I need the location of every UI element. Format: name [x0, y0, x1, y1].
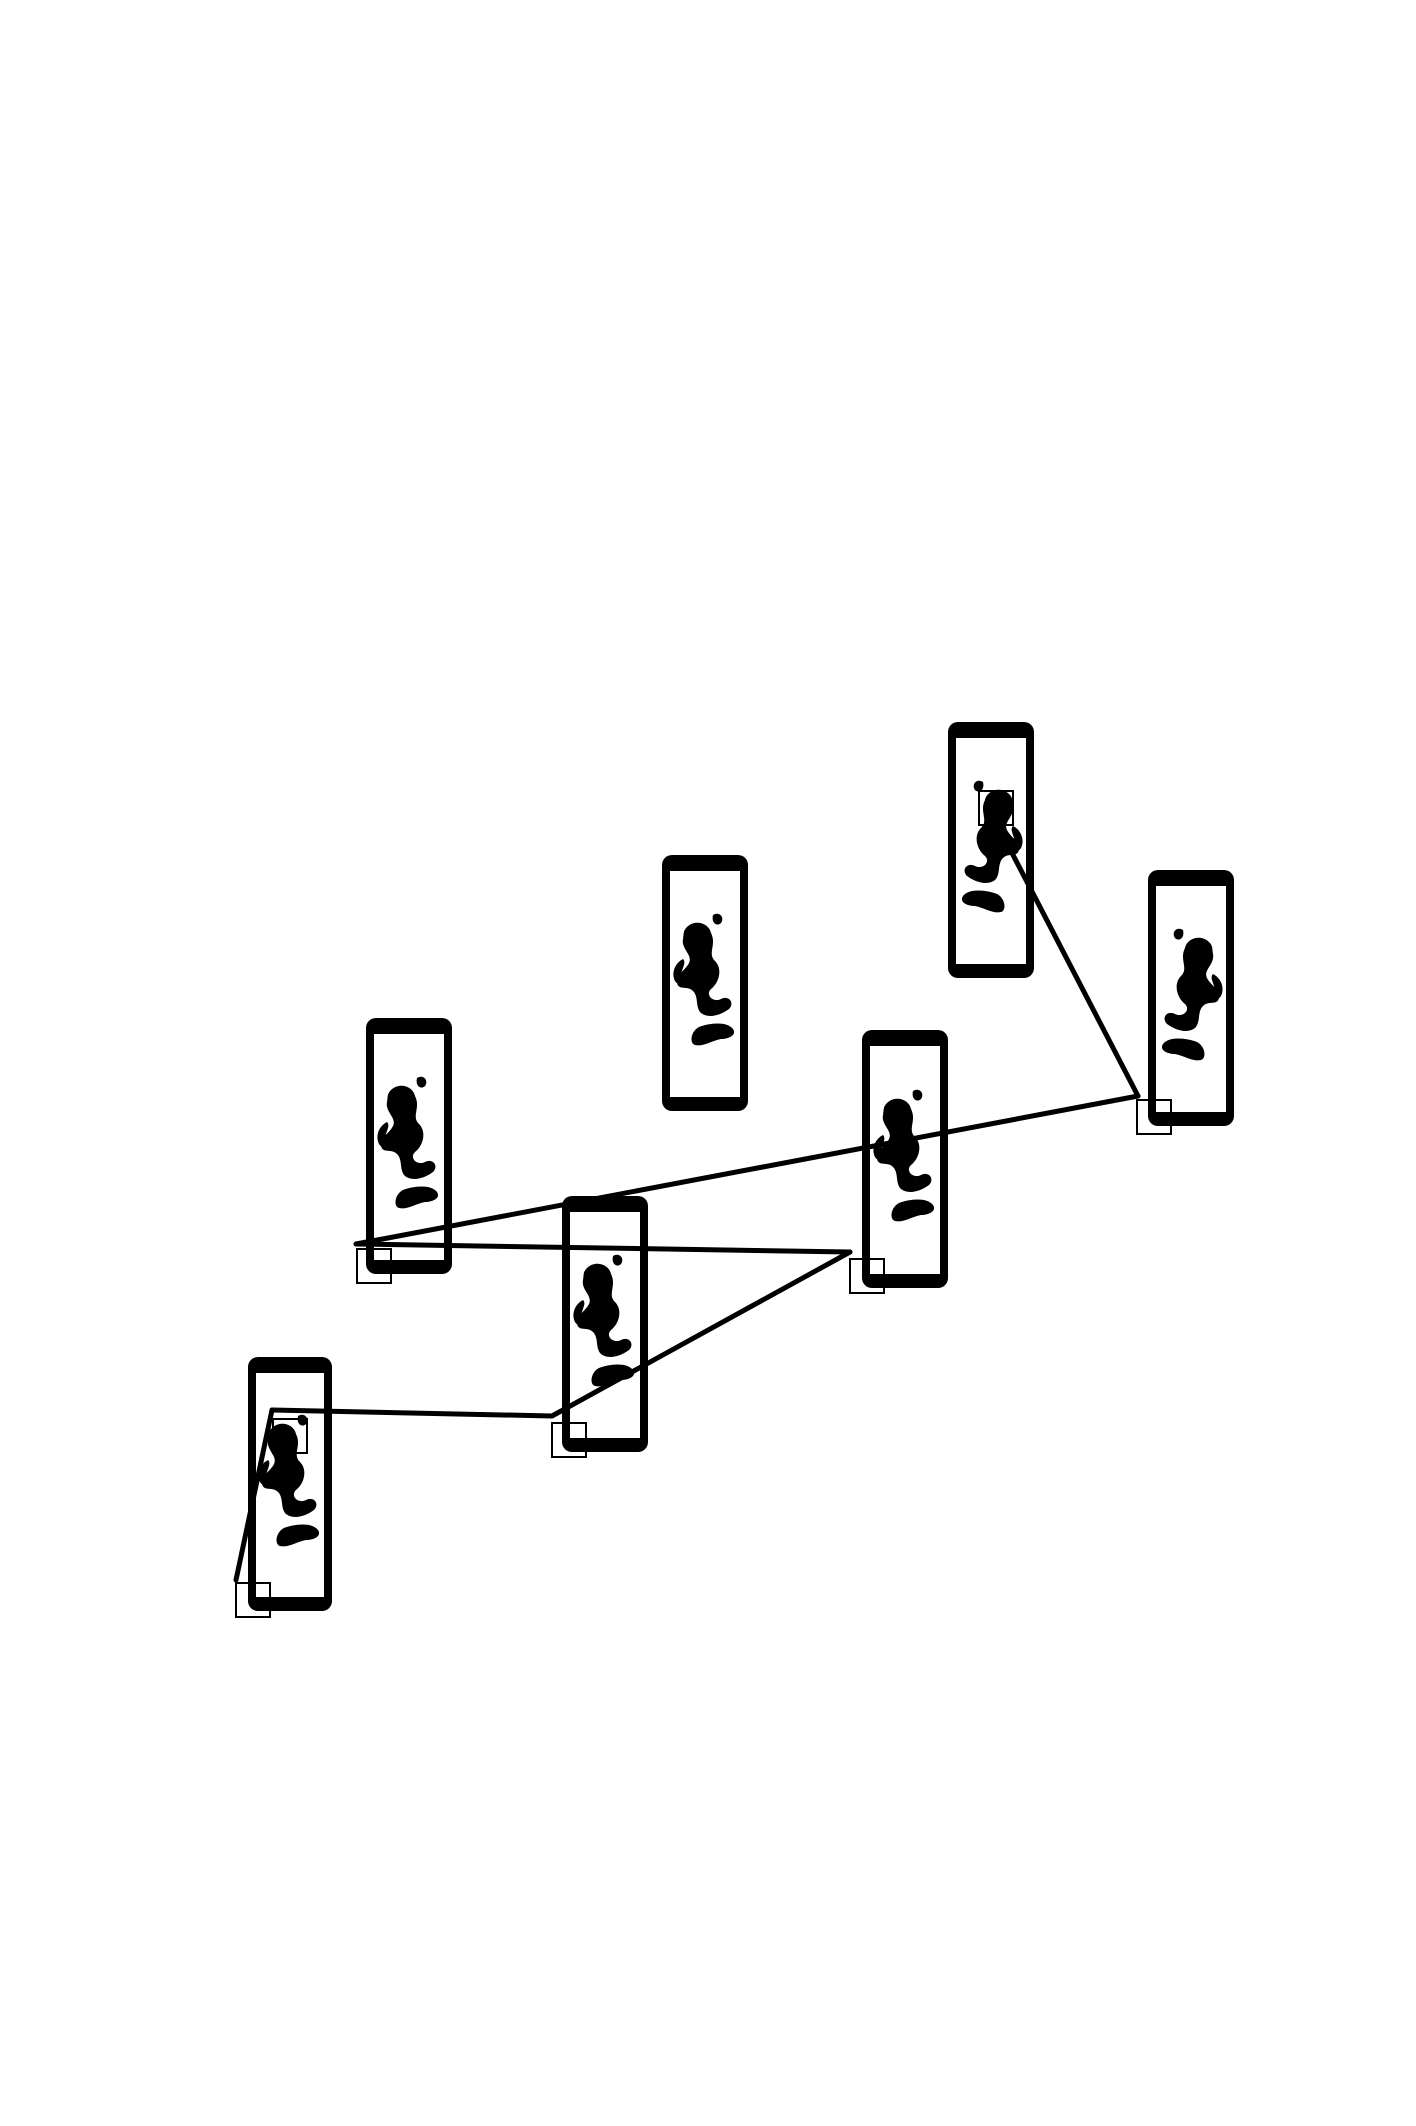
link-marker-e-to-marker-f	[269, 1407, 555, 1419]
link-marker-d-to-marker-e	[549, 1249, 853, 1419]
marker-c	[356, 1248, 392, 1284]
marker-d	[849, 1258, 885, 1294]
links-layer	[233, 823, 1141, 1583]
link-marker-c-to-marker-d	[353, 1241, 853, 1255]
frame-5	[948, 722, 1034, 978]
frame-1	[248, 1357, 332, 1611]
frames-layer	[248, 722, 1234, 1611]
link-marker-b-to-marker-c	[353, 1093, 1141, 1247]
marker-b	[1136, 1099, 1172, 1135]
frame-3	[562, 1196, 648, 1452]
frame-4	[662, 855, 748, 1111]
markers-layer	[235, 790, 1172, 1618]
link-marker-a-to-marker-b	[995, 823, 1141, 1099]
frame-7	[1148, 870, 1234, 1126]
marker-a	[978, 790, 1014, 826]
marker-f	[272, 1418, 308, 1454]
link-marker-f-to-marker-g	[233, 1407, 275, 1583]
frame-2	[366, 1018, 452, 1274]
marker-g	[235, 1582, 271, 1618]
frame-6	[862, 1030, 948, 1288]
marker-e	[551, 1422, 587, 1458]
